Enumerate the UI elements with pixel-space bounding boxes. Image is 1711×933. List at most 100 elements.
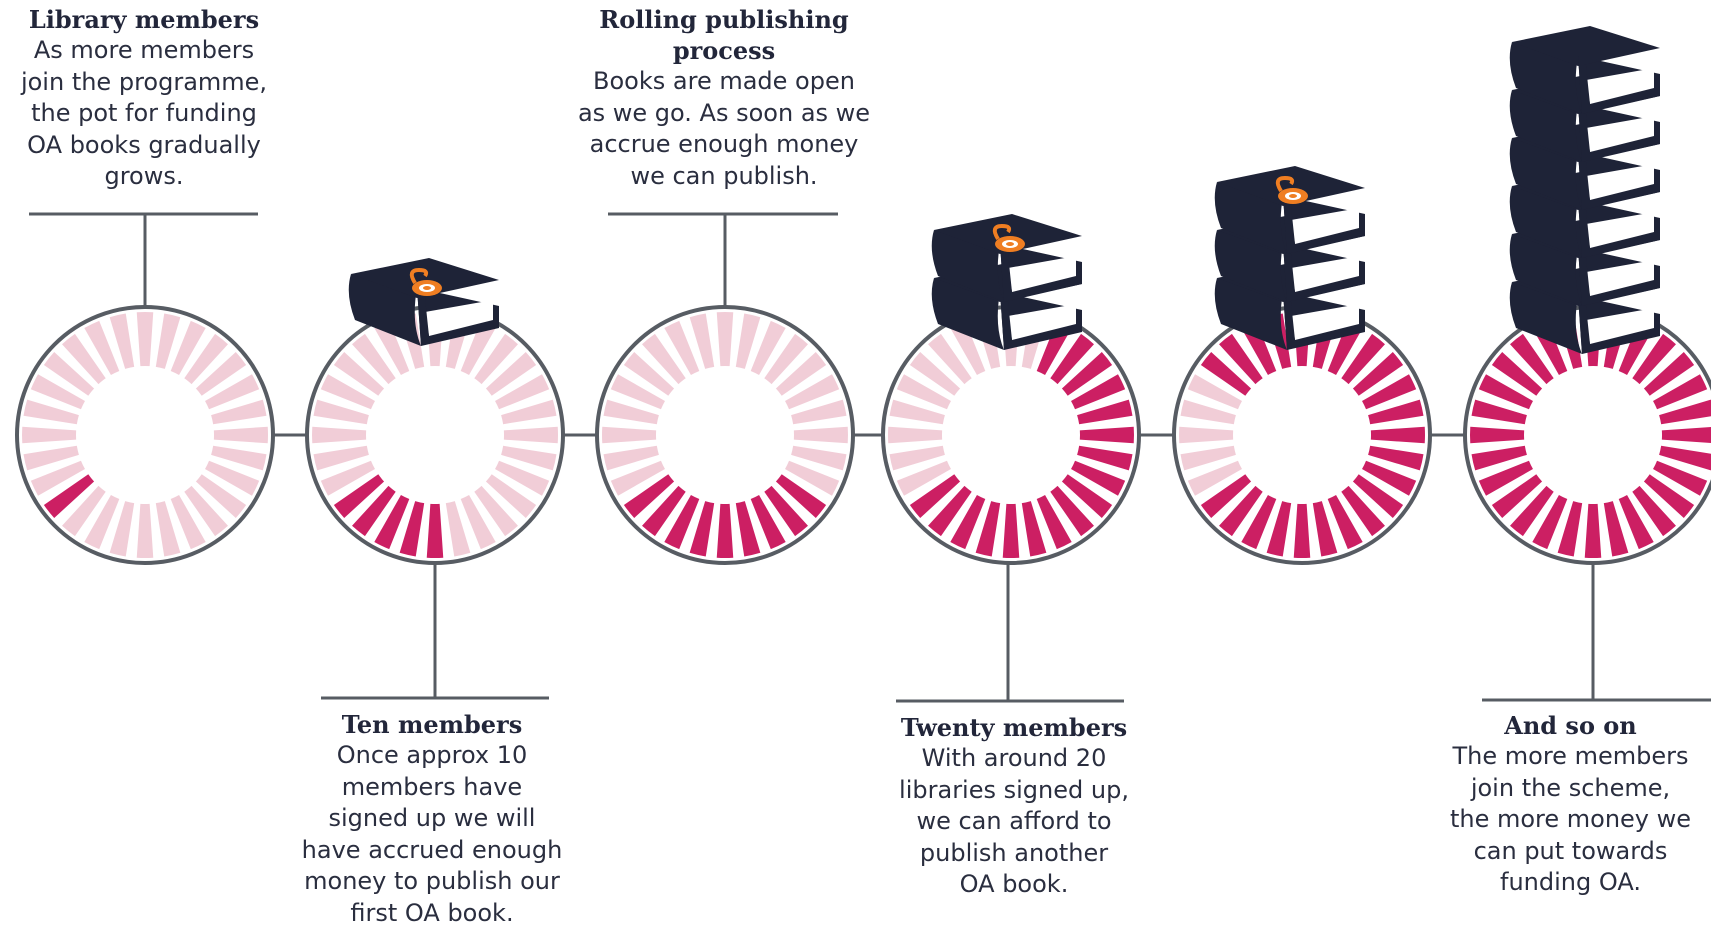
wheel-segment bbox=[1643, 352, 1695, 396]
progress-wheel bbox=[1172, 305, 1432, 565]
book-cover bbox=[934, 214, 1082, 254]
wheel-segment bbox=[664, 495, 700, 550]
book-pages bbox=[1008, 304, 1076, 340]
wheel-segment bbox=[501, 399, 557, 425]
callout-body: Books are made open as we go. As soon as… bbox=[577, 67, 871, 190]
wheel-segment bbox=[1653, 374, 1708, 410]
wheel-segment bbox=[1471, 445, 1527, 471]
wheel-segment bbox=[374, 320, 410, 375]
book-edge bbox=[1283, 244, 1295, 302]
wheel-segment bbox=[352, 485, 396, 537]
oa-icon-shackle bbox=[1275, 175, 1295, 193]
wheel-segment bbox=[1266, 501, 1292, 557]
wheel-segment bbox=[109, 501, 135, 557]
wheel-segment bbox=[1659, 445, 1711, 471]
wheel-segment bbox=[610, 460, 665, 496]
book-pages bbox=[425, 300, 493, 336]
wheel-segment bbox=[1368, 445, 1424, 471]
book-pages bbox=[1291, 256, 1359, 292]
wheel-segment bbox=[62, 333, 106, 385]
wheel-segment bbox=[23, 445, 79, 471]
oa-icon-dot bbox=[1006, 242, 1014, 246]
wheel-segment bbox=[791, 445, 847, 471]
wheel-segment bbox=[1050, 485, 1094, 537]
wheel-segment bbox=[1200, 352, 1252, 396]
wheel-segment bbox=[1293, 503, 1311, 559]
wheel-segment bbox=[785, 460, 840, 496]
wheel-segment bbox=[1341, 485, 1385, 537]
wheel-segment bbox=[1180, 399, 1236, 425]
wheel-segment bbox=[333, 352, 385, 396]
callout-title: Twenty members bbox=[900, 713, 1128, 742]
wheel-segment bbox=[735, 501, 761, 557]
wheel-segment bbox=[1584, 503, 1602, 559]
wheel-segment bbox=[84, 495, 120, 550]
wheel-segment bbox=[374, 495, 410, 550]
wheel-segment bbox=[1312, 501, 1338, 557]
book-edge bbox=[1578, 56, 1590, 114]
wheel-segment bbox=[205, 460, 260, 496]
progress-wheel bbox=[1463, 305, 1711, 565]
wheel-segment bbox=[213, 426, 269, 444]
wheel-segment bbox=[23, 399, 79, 425]
progress-wheel bbox=[15, 305, 275, 565]
wheel-segment bbox=[689, 313, 715, 369]
wheel-segment bbox=[1077, 399, 1133, 425]
wheel-segment bbox=[155, 501, 181, 557]
wheel-segment bbox=[1643, 474, 1695, 518]
wheel-segment bbox=[623, 474, 675, 518]
book-edge bbox=[1283, 196, 1295, 254]
wheel-segment bbox=[1352, 474, 1404, 518]
wheel-segment bbox=[975, 501, 1001, 557]
wheel-segment bbox=[1532, 495, 1568, 550]
oa-icon-dot bbox=[423, 286, 431, 290]
book-edge bbox=[1578, 104, 1590, 162]
wheel-segment bbox=[184, 333, 228, 385]
oa-icon-shackle bbox=[992, 223, 1012, 241]
wheel-segment bbox=[791, 399, 847, 425]
wheel-segment bbox=[1061, 474, 1113, 518]
book-pages bbox=[1586, 116, 1654, 152]
wheel-segment bbox=[109, 313, 135, 369]
wheel-segment bbox=[1491, 474, 1543, 518]
book-cover bbox=[351, 258, 499, 298]
wheel-segment bbox=[1370, 426, 1425, 444]
wheel-segment bbox=[689, 501, 715, 557]
wheel-segment bbox=[1661, 427, 1711, 443]
wheel-segment bbox=[1071, 374, 1126, 410]
wheel-segment bbox=[426, 503, 444, 559]
book-edge bbox=[1578, 200, 1590, 258]
wheel-segment bbox=[1557, 501, 1583, 557]
wheel-segment bbox=[195, 474, 247, 518]
wheel-segment bbox=[1632, 485, 1676, 537]
book-pages bbox=[1586, 260, 1654, 296]
progress-wheels bbox=[15, 305, 1711, 565]
wheel-segment bbox=[1362, 374, 1417, 410]
wheel-segment bbox=[460, 495, 496, 550]
progress-wheel bbox=[305, 305, 565, 565]
open-access-icon bbox=[409, 267, 442, 296]
wheel-segment bbox=[1341, 333, 1385, 385]
wheel-segment bbox=[1327, 495, 1363, 550]
book-pages bbox=[1008, 256, 1076, 292]
wheel-segment bbox=[664, 320, 700, 375]
wheel-segment bbox=[764, 333, 808, 385]
book-cover bbox=[1512, 26, 1660, 66]
wheel-segment bbox=[950, 320, 986, 375]
callout-and-so-on: And so on The more members join the sche… bbox=[1430, 710, 1711, 899]
wheel-segment bbox=[195, 352, 247, 396]
callout-title: Ten members bbox=[341, 710, 523, 739]
wheel-segment bbox=[1368, 399, 1424, 425]
wheel-segment bbox=[602, 426, 657, 444]
open-access-icon bbox=[1275, 175, 1308, 204]
wheel-segment bbox=[785, 374, 840, 410]
wheel-segment bbox=[320, 460, 375, 496]
wheel-segment bbox=[716, 503, 734, 559]
wheel-segment bbox=[211, 399, 267, 425]
wheel-segment bbox=[30, 374, 85, 410]
wheel-segment bbox=[1187, 374, 1242, 410]
wheel-segment bbox=[84, 320, 120, 375]
wheel-segment bbox=[775, 352, 827, 396]
callout-rolling-publishing: Rolling publishing process Books are mad… bbox=[564, 4, 884, 192]
